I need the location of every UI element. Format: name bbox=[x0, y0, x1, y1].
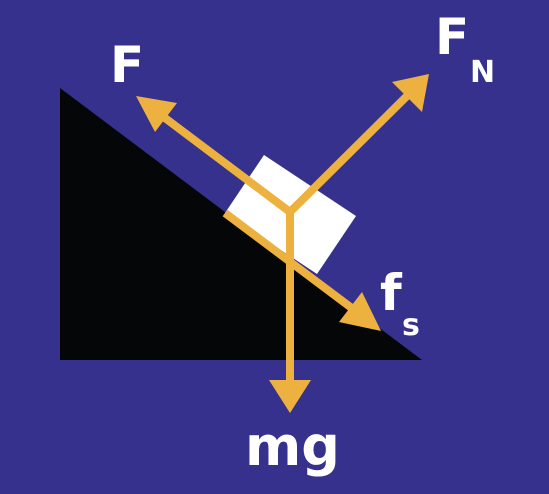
normal-force-arrowhead bbox=[392, 74, 429, 112]
friction-force-arrowhead bbox=[339, 292, 381, 331]
applied-force-label: F bbox=[110, 36, 145, 94]
applied-force-arrow-shaft bbox=[154, 108, 293, 216]
weight-arrowhead bbox=[269, 380, 311, 413]
normal-force-arrow-shaft bbox=[287, 90, 413, 215]
static-friction-label: f bbox=[380, 264, 402, 322]
normal-force-label: F bbox=[435, 8, 470, 66]
normal-force-subscript: N bbox=[470, 55, 496, 90]
weight-label: mg bbox=[245, 415, 340, 478]
applied-force-arrowhead bbox=[136, 96, 177, 132]
static-friction-subscript: s bbox=[402, 308, 420, 343]
